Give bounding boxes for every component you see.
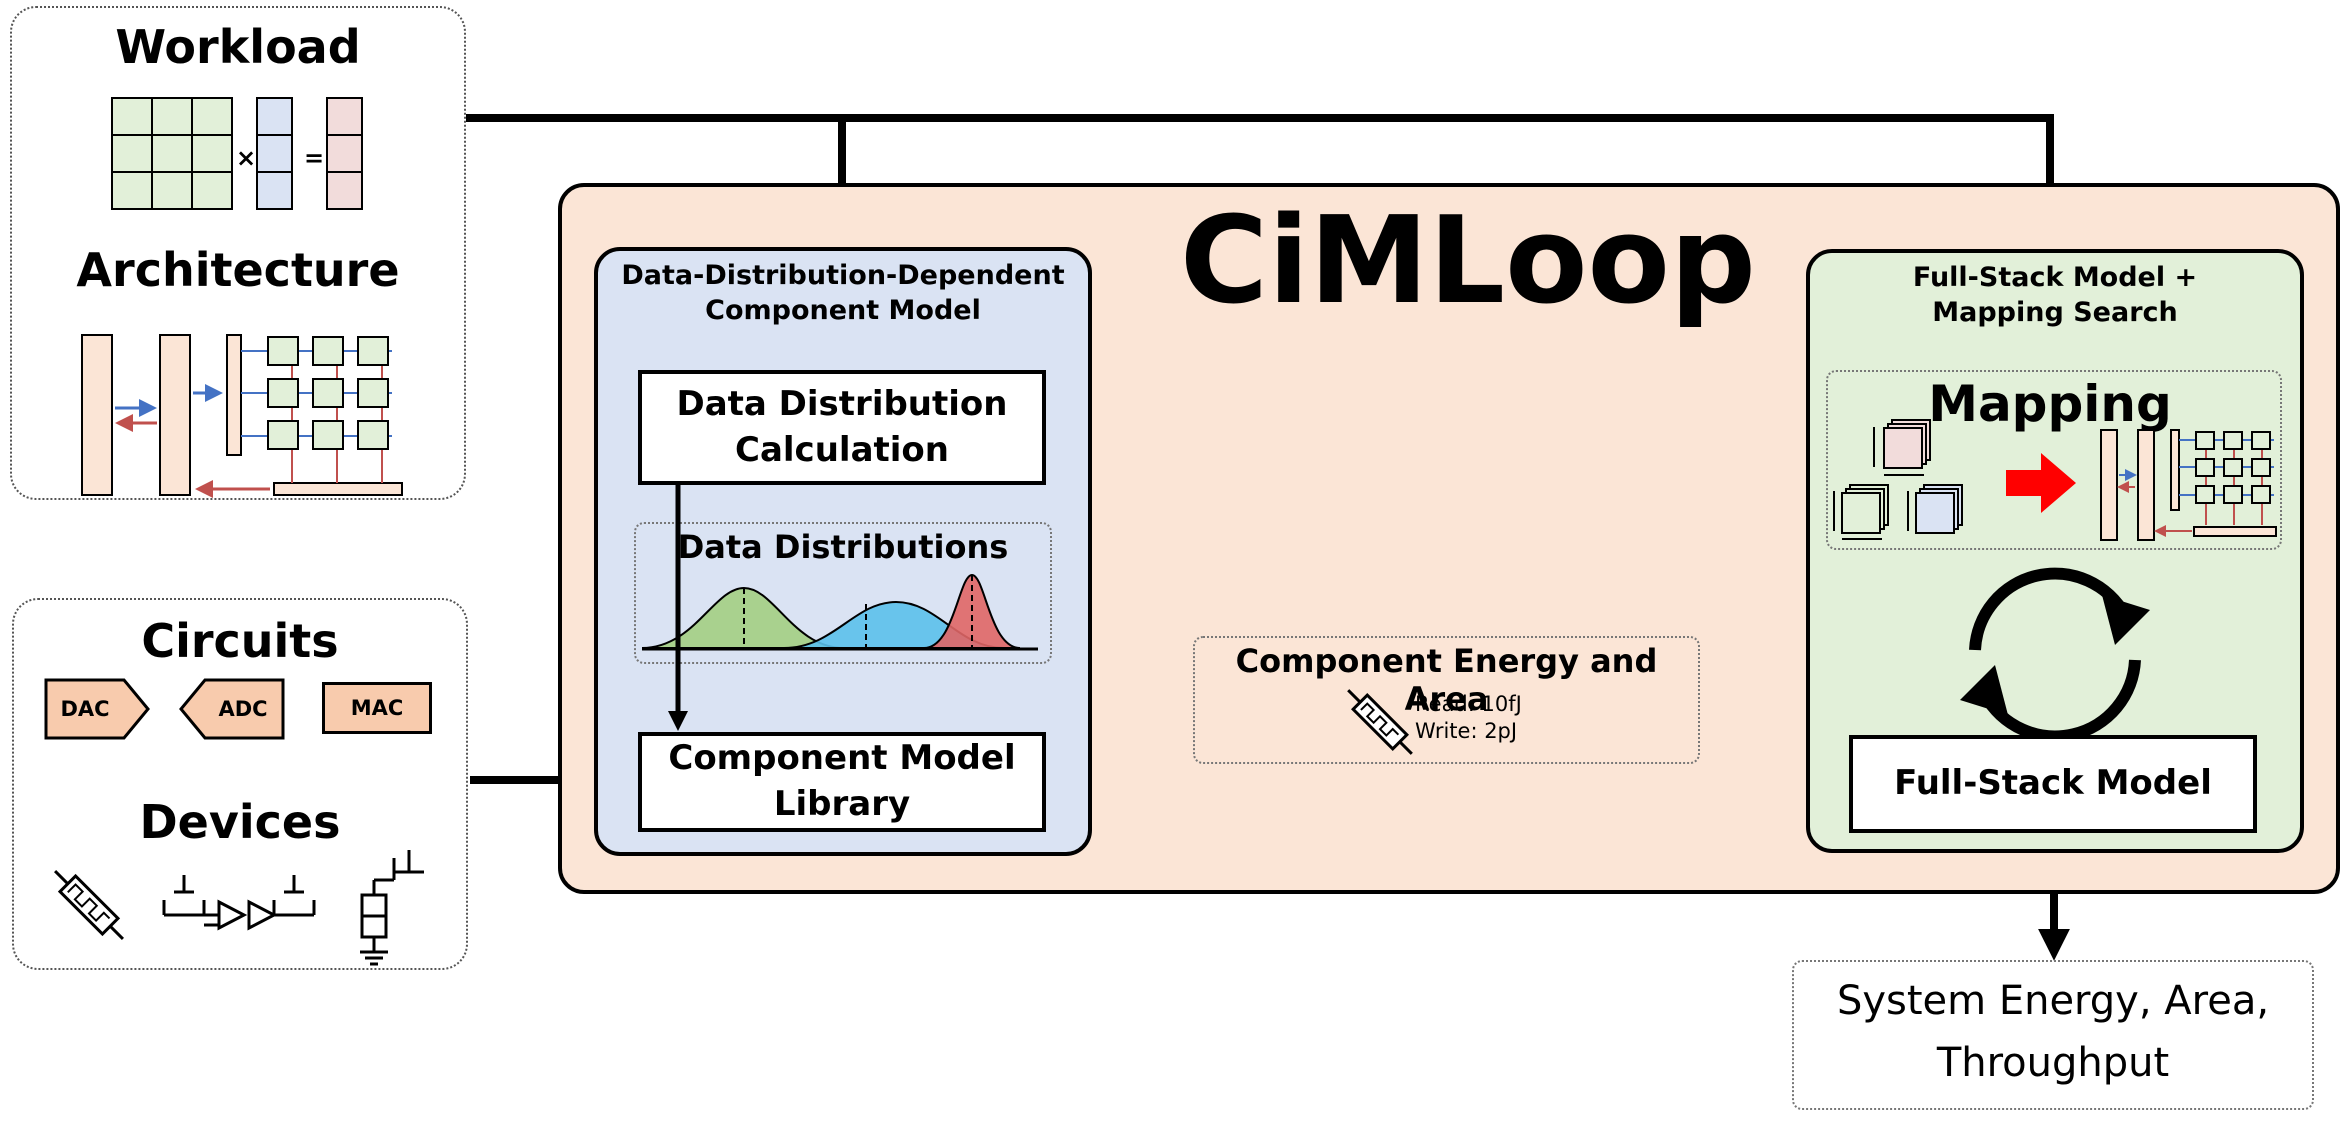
dac-label: DAC — [60, 697, 110, 721]
read-energy-value: Read: 10fJ — [1415, 692, 1522, 716]
data-distribution-calculation-box: Data Distribution Calculation — [638, 370, 1046, 485]
dac-chip-icon — [44, 678, 150, 740]
workload-matrix-icon: × = — [111, 97, 363, 210]
device-symbols-icon — [53, 850, 424, 966]
workload-architecture-panel: Workload × = Architecture — [10, 6, 466, 500]
distribution-curves-icon — [641, 573, 1038, 651]
system-output-box — [1792, 960, 2314, 1110]
architecture-diagram-icon — [81, 334, 403, 498]
cimloop-title: CiMLoop — [1180, 192, 1756, 331]
mapping-title: Mapping — [1928, 375, 2172, 433]
adc-label: ADC — [218, 697, 268, 721]
component-model-title: Data-Distribution-Dependent Component Mo… — [621, 260, 1065, 327]
circuits-devices-panel: Circuits DAC ADC MAC Devices — [12, 598, 468, 970]
mapping-illustration-icon — [1833, 419, 2277, 541]
mapping-panel — [1826, 370, 2282, 550]
data-distributions-title: Data Distributions — [677, 528, 1009, 566]
workload-title: Workload — [115, 20, 361, 74]
full-stack-model-box: Full-Stack Model — [1849, 735, 2257, 833]
data-distributions-panel — [634, 522, 1052, 664]
energy-area-panel — [1193, 636, 1700, 764]
refresh-cycle-icon — [1960, 567, 2150, 743]
system-output-text: System Energy, Area, Throughput — [1836, 978, 2270, 1086]
full-stack-title: Full-Stack Model + Mapping Search — [1912, 262, 2198, 329]
times-symbol: × — [236, 144, 256, 172]
circuits-title: Circuits — [141, 614, 339, 668]
memristor-icon — [1347, 689, 1413, 755]
adc-chip-icon — [179, 678, 285, 740]
devices-title: Devices — [139, 795, 341, 849]
mac-chip: MAC — [322, 682, 432, 734]
equals-symbol: = — [304, 144, 324, 172]
architecture-title: Architecture — [76, 243, 400, 297]
write-energy-value: Write: 2pJ — [1415, 719, 1518, 743]
energy-area-title: Component Energy and Area — [1235, 642, 1658, 718]
component-model-library-box: Component Model Library — [638, 732, 1046, 832]
arrow-calc-to-library — [668, 485, 688, 731]
